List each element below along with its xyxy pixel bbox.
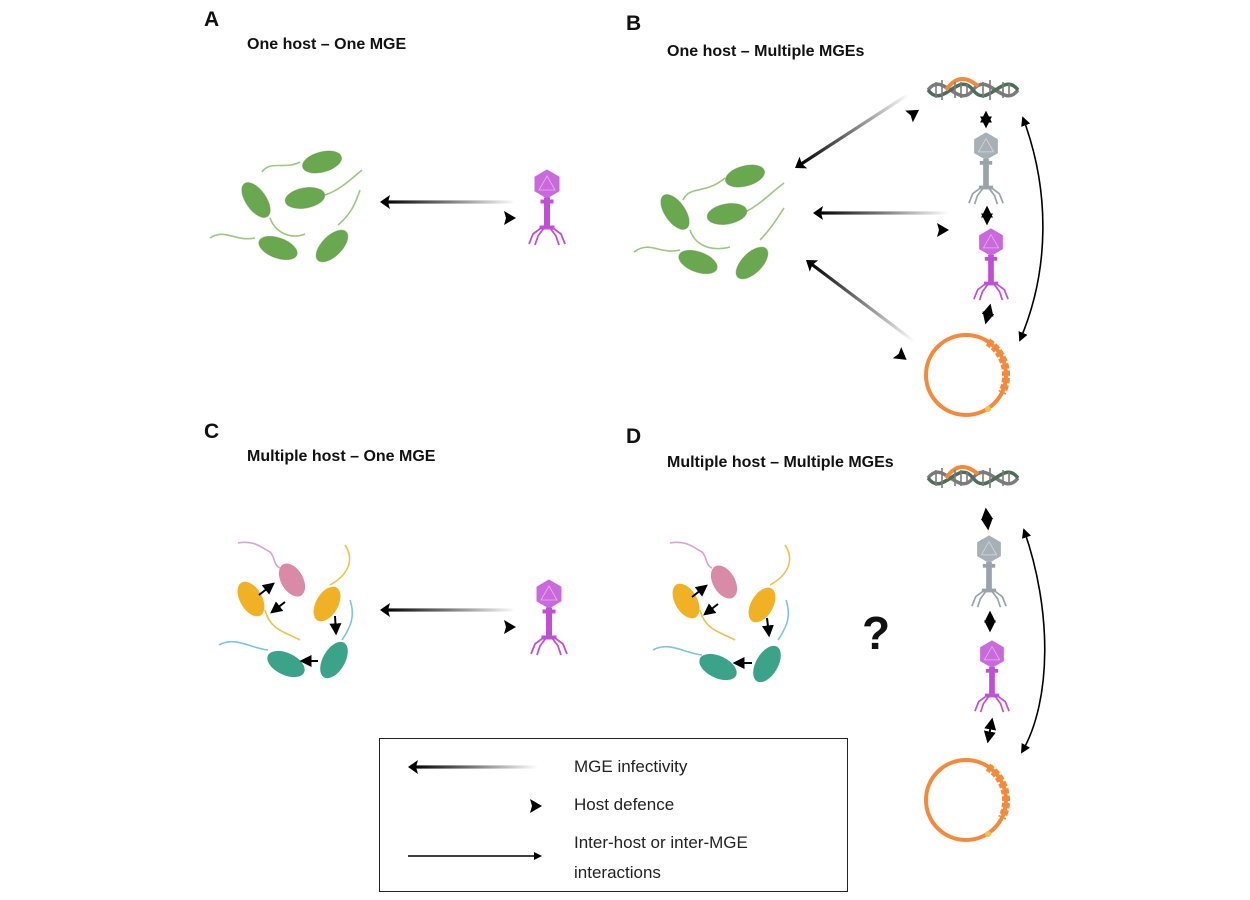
legend-label-infectivity: MGE infectivity: [574, 757, 688, 776]
panel-c-title: Multiple host – One MGE: [247, 448, 436, 465]
purple-phage-icon: [528, 169, 566, 246]
bacterium: [730, 241, 774, 285]
bacterium: [299, 146, 345, 178]
panel-d-letter: D: [626, 425, 642, 448]
defence-arrow: [792, 270, 913, 368]
panel-d-host-community: [652, 541, 791, 683]
panel-c-host-community: [218, 541, 354, 679]
infectivity-arrow: [380, 195, 516, 209]
purple-phage-icon: [530, 579, 568, 656]
purple-phage-icon: [974, 640, 1010, 714]
bacterium: [675, 245, 721, 279]
legend-interaction-symbol: [408, 852, 542, 860]
panel-c-letter: C: [204, 420, 220, 443]
legend-infectivity-symbol: [408, 760, 538, 774]
legend-box: MGE infectivity Host defence Inter-host …: [379, 738, 848, 892]
plasmid-ring-icon: [926, 335, 1006, 415]
plasmid-ring-icon: [926, 760, 1006, 840]
infectivity-arrow: [813, 206, 949, 220]
panel-b-letter: B: [626, 12, 642, 35]
unknown-question-mark: ?: [862, 607, 891, 659]
legend-label-interactions-line1: Inter-host or inter-MGE: [574, 833, 748, 852]
bacterium: [310, 224, 354, 268]
panel-d-title: Multiple host – Multiple MGEs: [667, 454, 894, 471]
panel-a-bacteria-cluster: [209, 161, 363, 240]
legend-label-interactions-line2: interactions: [574, 863, 661, 882]
defence-arrow: [378, 209, 518, 227]
gray-phage-icon: [968, 132, 1004, 206]
defence-arrow: [799, 102, 925, 192]
inter-mge-curved-arrow: [1018, 116, 1044, 342]
gray-phage-icon: [971, 535, 1007, 609]
purple-phage-icon: [973, 228, 1009, 302]
defence-arrow: [378, 618, 518, 636]
infectivity-arrow: [791, 88, 913, 174]
bacterium: [705, 200, 749, 228]
panel-a-letter: A: [204, 8, 220, 31]
dna-helix-icon: [926, 464, 1020, 490]
panel-a-title: One host – One MGE: [247, 36, 407, 53]
bacterium: [654, 189, 696, 235]
legend-symbols: [408, 760, 542, 860]
dna-helix-icon: [926, 76, 1020, 102]
legend-defence-symbol: [408, 799, 542, 813]
bacterium: [235, 177, 277, 223]
legend-label-defence: Host defence: [574, 795, 675, 814]
panel-b-bacteria-cluster: [633, 177, 785, 253]
panel-b-title: One host – Multiple MGEs: [667, 43, 865, 60]
defence-arrow: [811, 221, 951, 239]
infectivity-arrow: [801, 254, 919, 348]
inter-mge-curved-arrow: [1021, 528, 1046, 754]
bacterium: [283, 184, 327, 212]
infectivity-arrow: [380, 603, 516, 617]
bacterium: [722, 160, 768, 192]
